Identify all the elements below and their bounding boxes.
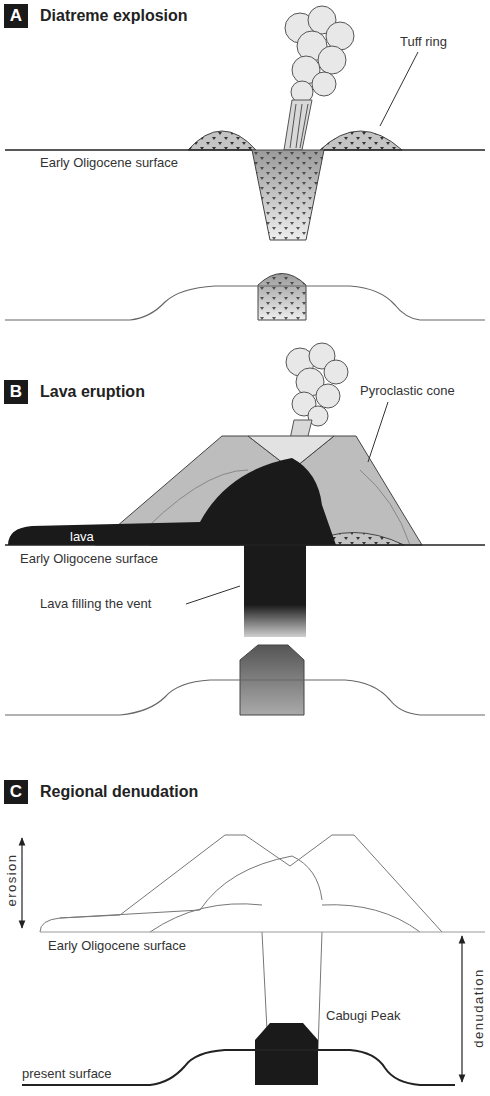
callout-label: Pyroclastic cone [360, 383, 455, 398]
panel-title: Regional denudation [40, 783, 198, 801]
surface-label: present surface [22, 1066, 112, 1081]
surface-label: Early Oligocene surface [20, 551, 158, 566]
panel-letter: A [4, 4, 28, 28]
panel-letter: B [4, 380, 28, 404]
panel-title: Lava eruption [40, 383, 145, 401]
panel-c-heading: C Regional denudation [4, 780, 198, 804]
dimension-label: denudation [471, 968, 486, 1047]
panel-title: Diatreme explosion [40, 7, 188, 25]
surface-label: Early Oligocene surface [40, 155, 178, 170]
panel-a-heading: A Diatreme explosion [4, 4, 188, 28]
panel-letter: C [4, 780, 28, 804]
surface-label: Early Oligocene surface [48, 938, 186, 953]
lava-label: lava [70, 529, 94, 544]
callout-label: Lava filling the vent [40, 596, 151, 611]
callout-label: Tuff ring [400, 34, 447, 49]
dimension-label: erosion [3, 853, 18, 906]
peak-label: Cabugi Peak [326, 1008, 400, 1023]
panel-b-heading: B Lava eruption [4, 380, 145, 404]
